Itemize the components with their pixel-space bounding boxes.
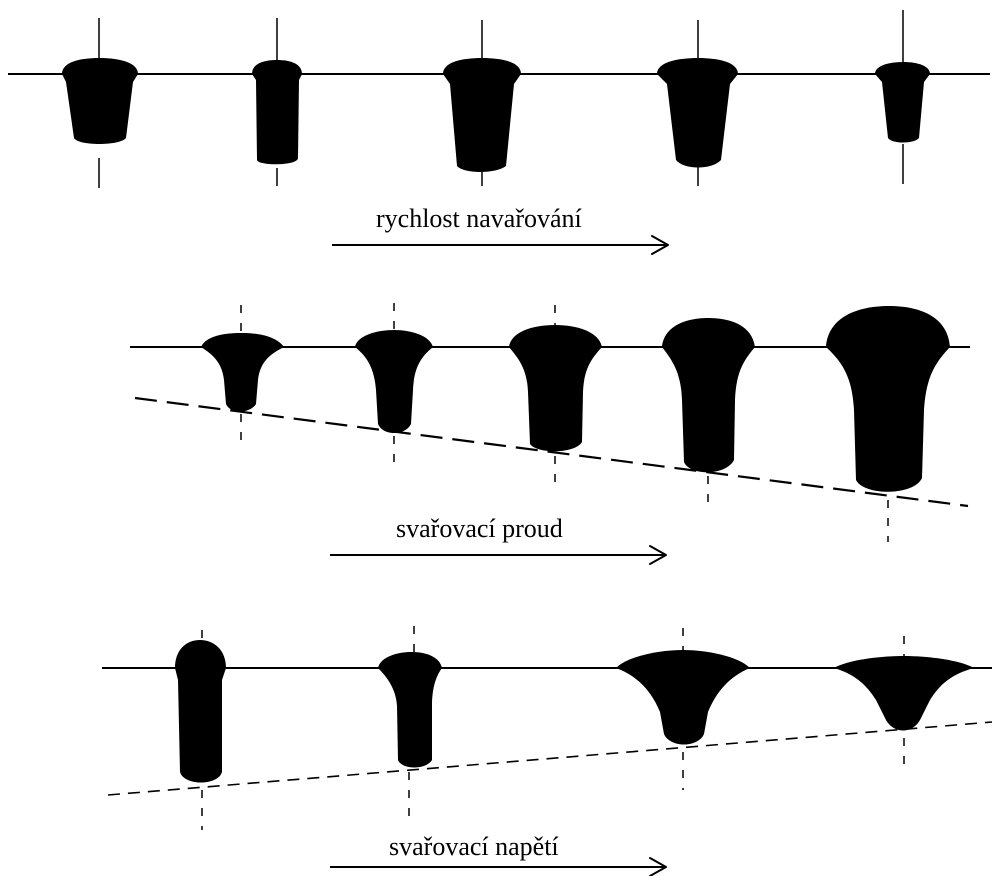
panel-welding-current: svařovací proud <box>130 303 970 565</box>
weld-bead-profile <box>657 20 738 186</box>
weld-bead-profile <box>826 306 950 542</box>
panel-welding-voltage: svařovací napětí <box>102 626 993 876</box>
weld-bead-profile <box>443 20 521 186</box>
penetration-trend-line <box>134 396 969 508</box>
weld-bead-profile <box>378 626 442 820</box>
penetration-trend-line <box>107 721 993 796</box>
panel-label: svařovací napětí <box>389 832 559 861</box>
weld-bead-profile <box>175 630 226 830</box>
weld-bead-profile <box>875 10 930 184</box>
weld-bead-profile <box>509 305 602 490</box>
panel-label: svařovací proud <box>396 514 563 543</box>
direction-arrow <box>332 235 669 255</box>
weld-bead-profile <box>616 628 750 790</box>
weld-bead-profile <box>62 18 138 188</box>
direction-arrow <box>330 545 667 565</box>
weld-bead-profile <box>252 18 302 186</box>
weld-bead-profile <box>201 305 284 450</box>
panel-label: rychlost navařování <box>376 204 582 233</box>
direction-arrow <box>330 857 667 876</box>
weld-bead-profile <box>355 303 433 470</box>
panel-welding-speed: rychlost navařování <box>8 10 990 255</box>
weld-bead-profile <box>834 636 974 770</box>
weld-bead-profile <box>662 318 755 508</box>
